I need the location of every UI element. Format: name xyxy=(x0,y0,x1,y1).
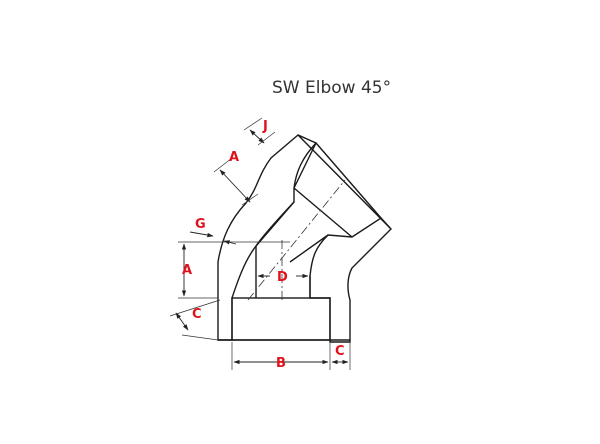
label-b: B xyxy=(276,356,286,371)
label-d: D xyxy=(277,270,288,285)
diagonal-centerline xyxy=(247,179,346,301)
upper-socket xyxy=(293,134,391,238)
label-j: J xyxy=(262,119,268,134)
dimension-d: D xyxy=(257,270,309,285)
dimension-a-upper: A xyxy=(213,150,259,206)
diagram-title: SW Elbow 45° xyxy=(272,78,391,98)
label-g: G xyxy=(195,217,206,232)
dimension-c-left: C xyxy=(169,299,221,341)
dimension-a-lower: A xyxy=(178,241,290,299)
dimension-j: J xyxy=(243,117,276,146)
label-a-lower: A xyxy=(182,263,192,278)
dimension-c-bottom: C xyxy=(331,342,351,370)
label-a-upper: A xyxy=(229,150,239,165)
dimension-g: G xyxy=(189,217,237,245)
label-c-bottom: C xyxy=(335,344,345,359)
bore-outline xyxy=(255,201,329,298)
bottom-socket xyxy=(218,297,350,341)
label-c-left: C xyxy=(192,307,202,322)
dimension-b: B xyxy=(231,342,331,371)
